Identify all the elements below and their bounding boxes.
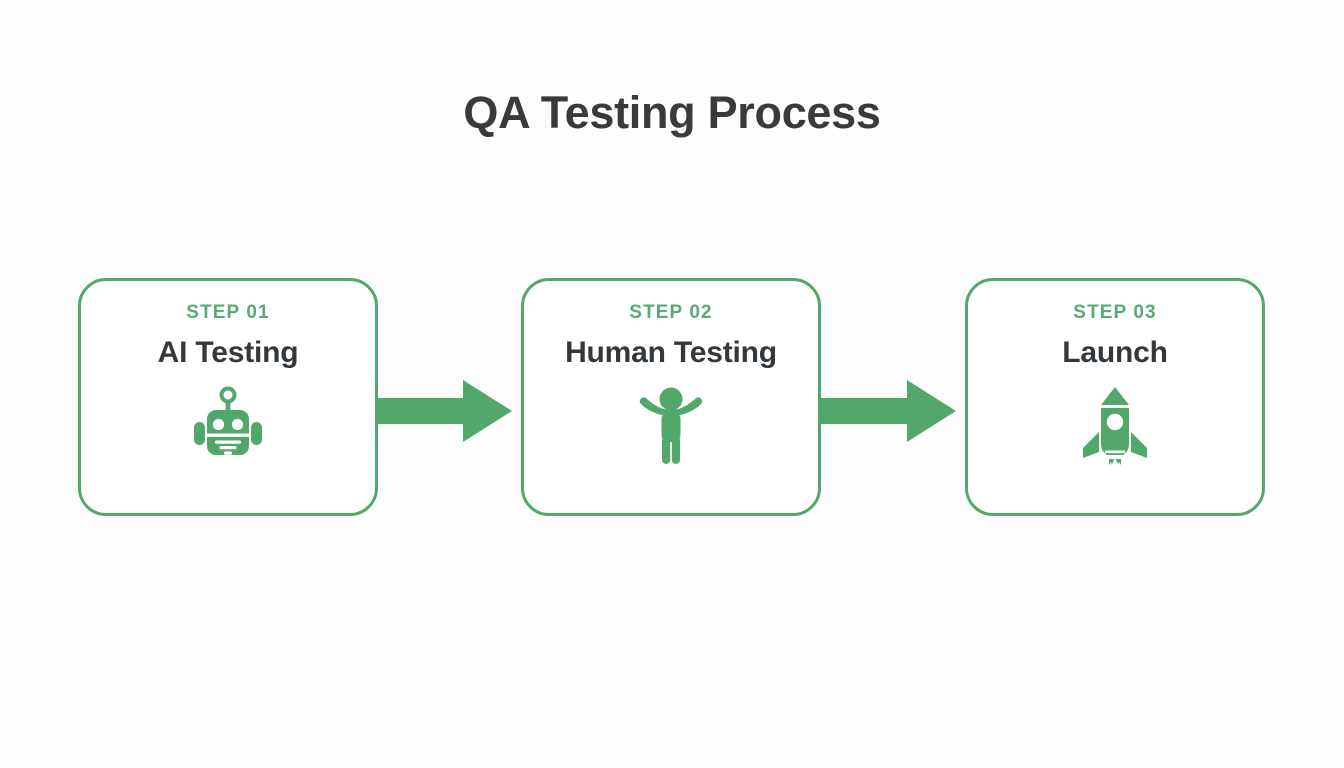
step-card-1[interactable]: STEP 01 AI Testing: [78, 278, 378, 516]
arrow-right-icon-2: [819, 378, 957, 444]
step-label-2: STEP 02: [629, 302, 713, 323]
robot-icon: [186, 384, 270, 468]
process-flow: STEP 01 AI Testing: [78, 278, 1266, 516]
step-title-2: Human Testing: [565, 336, 777, 369]
person-icon: [629, 384, 713, 468]
page-title: QA Testing Process: [463, 87, 881, 138]
step-label-1: STEP 01: [186, 302, 270, 323]
rocket-icon: [1073, 384, 1157, 468]
step-card-3[interactable]: STEP 03 Launch: [965, 278, 1265, 516]
arrow-right-icon-1: [375, 378, 513, 444]
step-title-1: AI Testing: [157, 336, 299, 369]
step-label-3: STEP 03: [1073, 302, 1157, 323]
step-title-3: Launch: [1062, 336, 1168, 369]
step-card-2[interactable]: STEP 02 Human Testing: [521, 278, 821, 516]
